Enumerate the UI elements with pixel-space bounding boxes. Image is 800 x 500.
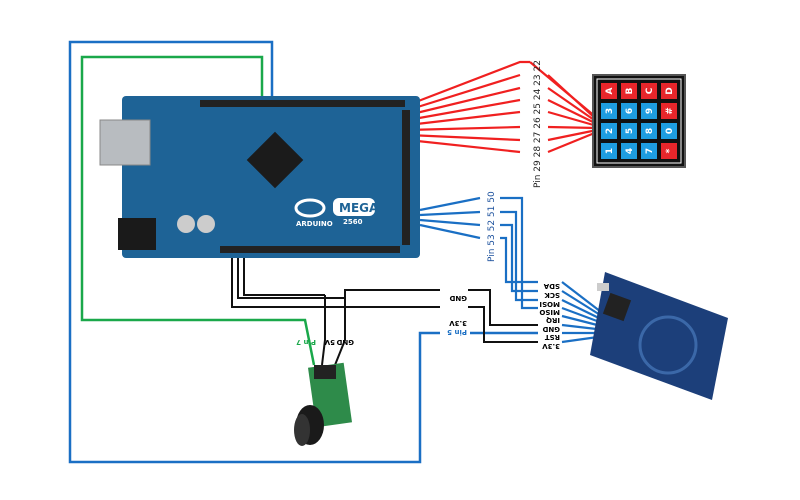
- keypad-wires: [407, 60, 598, 154]
- keypad-key-label: 4: [625, 148, 635, 154]
- keypad-pins-label: Pin 29 28 27 26 25 24 23 22: [533, 60, 543, 188]
- keypad-key: [661, 123, 677, 139]
- keypad-key-label: A: [605, 87, 615, 94]
- keypad-key-label: 2: [605, 128, 615, 134]
- keypad-key: [641, 123, 657, 139]
- keypad-key-label: *: [665, 148, 675, 153]
- keypad-key: [621, 103, 637, 119]
- keypad-key: [641, 143, 657, 159]
- rfid-pin-rst: RST: [545, 333, 560, 341]
- label-pin5: Pin 5: [447, 328, 467, 336]
- keypad-key: [661, 83, 677, 99]
- wire-pin5-rst: [68, 40, 440, 464]
- rfid-module: [590, 272, 728, 400]
- keypad-key-label: 1: [605, 148, 615, 154]
- rfid-pin-miso: MISO: [539, 308, 560, 316]
- keypad-key-label: 5: [625, 128, 635, 134]
- power-jack: [118, 218, 156, 250]
- keypad-key: [661, 143, 677, 159]
- keypad-key: [621, 83, 637, 99]
- buzzer-pin-gnd: GND: [336, 338, 354, 346]
- top-header: [200, 100, 405, 107]
- keypad-key: [621, 123, 637, 139]
- keypad-key-label: 3: [605, 108, 615, 114]
- buzzer-module: [294, 362, 353, 446]
- keypad-key-label: 7: [645, 148, 655, 154]
- rfid-chip: [602, 292, 632, 322]
- keypad-key-label: 6: [625, 108, 635, 114]
- arduino-mega-board: ARDUINO MEGA 2560: [99, 96, 420, 258]
- label-3v3: 3.3V: [449, 319, 467, 327]
- keypad-key-label: 9: [645, 108, 655, 114]
- wire-pin7-buzzer: [80, 55, 316, 366]
- rfid-pin-gnd: GND: [542, 325, 560, 333]
- rfid-pin-sck: SCK: [544, 291, 560, 299]
- keypad-key-label: 0: [665, 128, 675, 134]
- keypad-key: [621, 143, 637, 159]
- rfid-pins-label: Pin 53 52 51 50: [487, 191, 497, 262]
- keypad-key-label: C: [645, 87, 655, 94]
- buzzer-pin-7: Pin 7: [296, 338, 316, 346]
- keypad-key: [661, 103, 677, 119]
- buzzer-pin-5v: 5V: [324, 338, 335, 346]
- right-header: [402, 110, 410, 245]
- bottom-header: [220, 246, 400, 253]
- keypad-key-label: B: [625, 87, 635, 94]
- rfid-crystal: [597, 283, 609, 291]
- black-wires: [231, 245, 538, 366]
- rfid-pin-3v3: 3.3V: [542, 342, 560, 350]
- arduino-logo: [294, 198, 326, 218]
- keypad-key-label: D: [665, 87, 675, 94]
- usb-port: [99, 119, 151, 166]
- rfid-pin-mosi: MOSI: [539, 300, 560, 308]
- keypad-key: [601, 123, 617, 139]
- arduino-model: MEGA: [339, 201, 379, 215]
- keypad-key: [601, 83, 617, 99]
- keypad-key: [641, 83, 657, 99]
- spi-wires: [419, 196, 606, 344]
- capacitor: [177, 215, 195, 233]
- keypad-key: [601, 103, 617, 119]
- keypad-key-label: 8: [645, 128, 655, 134]
- arduino-brand: ARDUINO: [296, 220, 333, 228]
- rfid-pin-irq: IRQ: [546, 316, 560, 324]
- rfid-pin-labels: SDA SCK MOSI MISO IRQ GND RST 3.3V: [539, 282, 560, 350]
- label-gnd: GND: [449, 294, 467, 302]
- keypad-key: [641, 103, 657, 119]
- rfid-pin-sda: SDA: [543, 282, 560, 290]
- keypad-key: [601, 143, 617, 159]
- keypad-key-label: #: [665, 107, 675, 115]
- keypad-4x4: A B C D 3 6 9 #2 5 8 0 1 4 7 *: [592, 74, 686, 168]
- arduino-variant: 2560: [343, 218, 363, 226]
